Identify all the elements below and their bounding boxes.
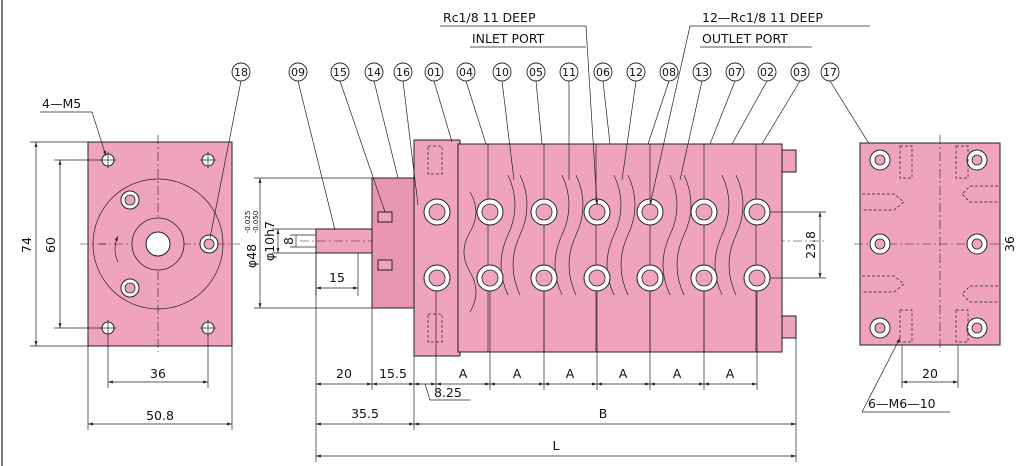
dim-8: 8 [281,237,296,245]
callout-06: 06 [593,62,613,145]
dim-d48: φ48 [244,244,259,268]
dim-15: 15 [329,270,345,285]
dim-a4: A [619,366,628,381]
note-m5: 4—M5 [42,96,81,111]
svg-text:15: 15 [333,66,347,79]
callout-11: 11 [559,62,579,180]
note-m6: 6—M6—10 [868,396,936,411]
dim-b: B [599,406,608,421]
svg-text:06: 06 [596,66,610,79]
svg-text:14: 14 [367,66,381,79]
note-inlet-port: INLET PORT [472,31,545,46]
dim-a6: A [726,366,735,381]
svg-text:13: 13 [695,66,709,79]
dim-a5: A [673,366,682,381]
svg-text:02: 02 [760,66,774,79]
callout-13: 13 [679,62,712,181]
dim-8-25: 8.25 [434,385,462,400]
svg-text:12: 12 [629,66,643,79]
svg-text:17: 17 [823,66,837,79]
svg-text:10: 10 [495,66,509,79]
svg-text:09: 09 [291,66,305,79]
callout-12: 12 [621,62,646,181]
svg-text:01: 01 [427,66,441,79]
svg-text:18: 18 [234,66,248,79]
side-view: φ48 -0.025 -0.050 φ10h7 8 15 20 15.5 [244,139,826,462]
dim-a1: A [459,366,468,381]
callout-07: 07 [709,62,745,145]
ports-top [423,198,771,226]
dim-a3: A [566,366,575,381]
dim-15-5: 15.5 [379,366,407,381]
dim-50-8: 50.8 [146,408,174,423]
svg-text:05: 05 [529,66,543,79]
callout-08: 08 [647,62,679,145]
dim-20: 20 [336,366,352,381]
note-inlet-thread: Rc1/8 11 DEEP [443,10,536,25]
callout-09: 09 [288,62,336,231]
dim-d48-tol-upper: -0.025 [244,211,252,234]
dim-36: 36 [150,366,166,381]
dim-35-5: 35.5 [351,406,379,421]
dim-d48-tol-lower: -0.050 [252,211,260,234]
svg-text:08: 08 [662,66,676,79]
svg-text:03: 03 [793,66,807,79]
m5-holes [100,152,216,336]
dim-36-right: 36 [1002,236,1017,252]
left-end-view: 74 60 36 50.8 4—M5 [19,96,240,430]
svg-text:07: 07 [728,66,742,79]
callout-04: 04 [456,62,487,145]
right-end-view: 36 20 6—M6—10 [854,135,1017,413]
callout-10: 10 [492,62,515,181]
dim-23-8: 23.8 [803,231,818,259]
svg-text:11: 11 [562,66,576,79]
dim-20-right: 20 [922,366,938,381]
dim-60: 60 [43,237,58,253]
note-outlet-port: OUTLET PORT [702,31,788,46]
dim-74: 74 [19,237,34,253]
svg-text:16: 16 [396,66,410,79]
callout-18: 18 [209,62,251,239]
callout-14: 14 [364,62,399,179]
callout-16: 16 [393,62,419,206]
port-notes: Rc1/8 11 DEEP INLET PORT 12—Rc1/8 11 DEE… [440,10,870,206]
ports-bottom [423,264,771,292]
dim-l: L [553,438,560,453]
callout-bubbles: 18 09 15 14 16 01 04 10 05 11 06 12 08 1… [209,62,879,239]
callout-02: 02 [731,62,777,145]
svg-text:04: 04 [459,66,473,79]
note-outlet-thread: 12—Rc1/8 11 DEEP [702,10,823,25]
callout-01: 01 [424,62,453,143]
dim-d10h7: φ10h7 [262,221,277,261]
dim-a2: A [513,366,522,381]
callout-05: 05 [526,62,546,145]
callout-03: 03 [761,62,810,145]
callout-15: 15 [330,62,386,213]
